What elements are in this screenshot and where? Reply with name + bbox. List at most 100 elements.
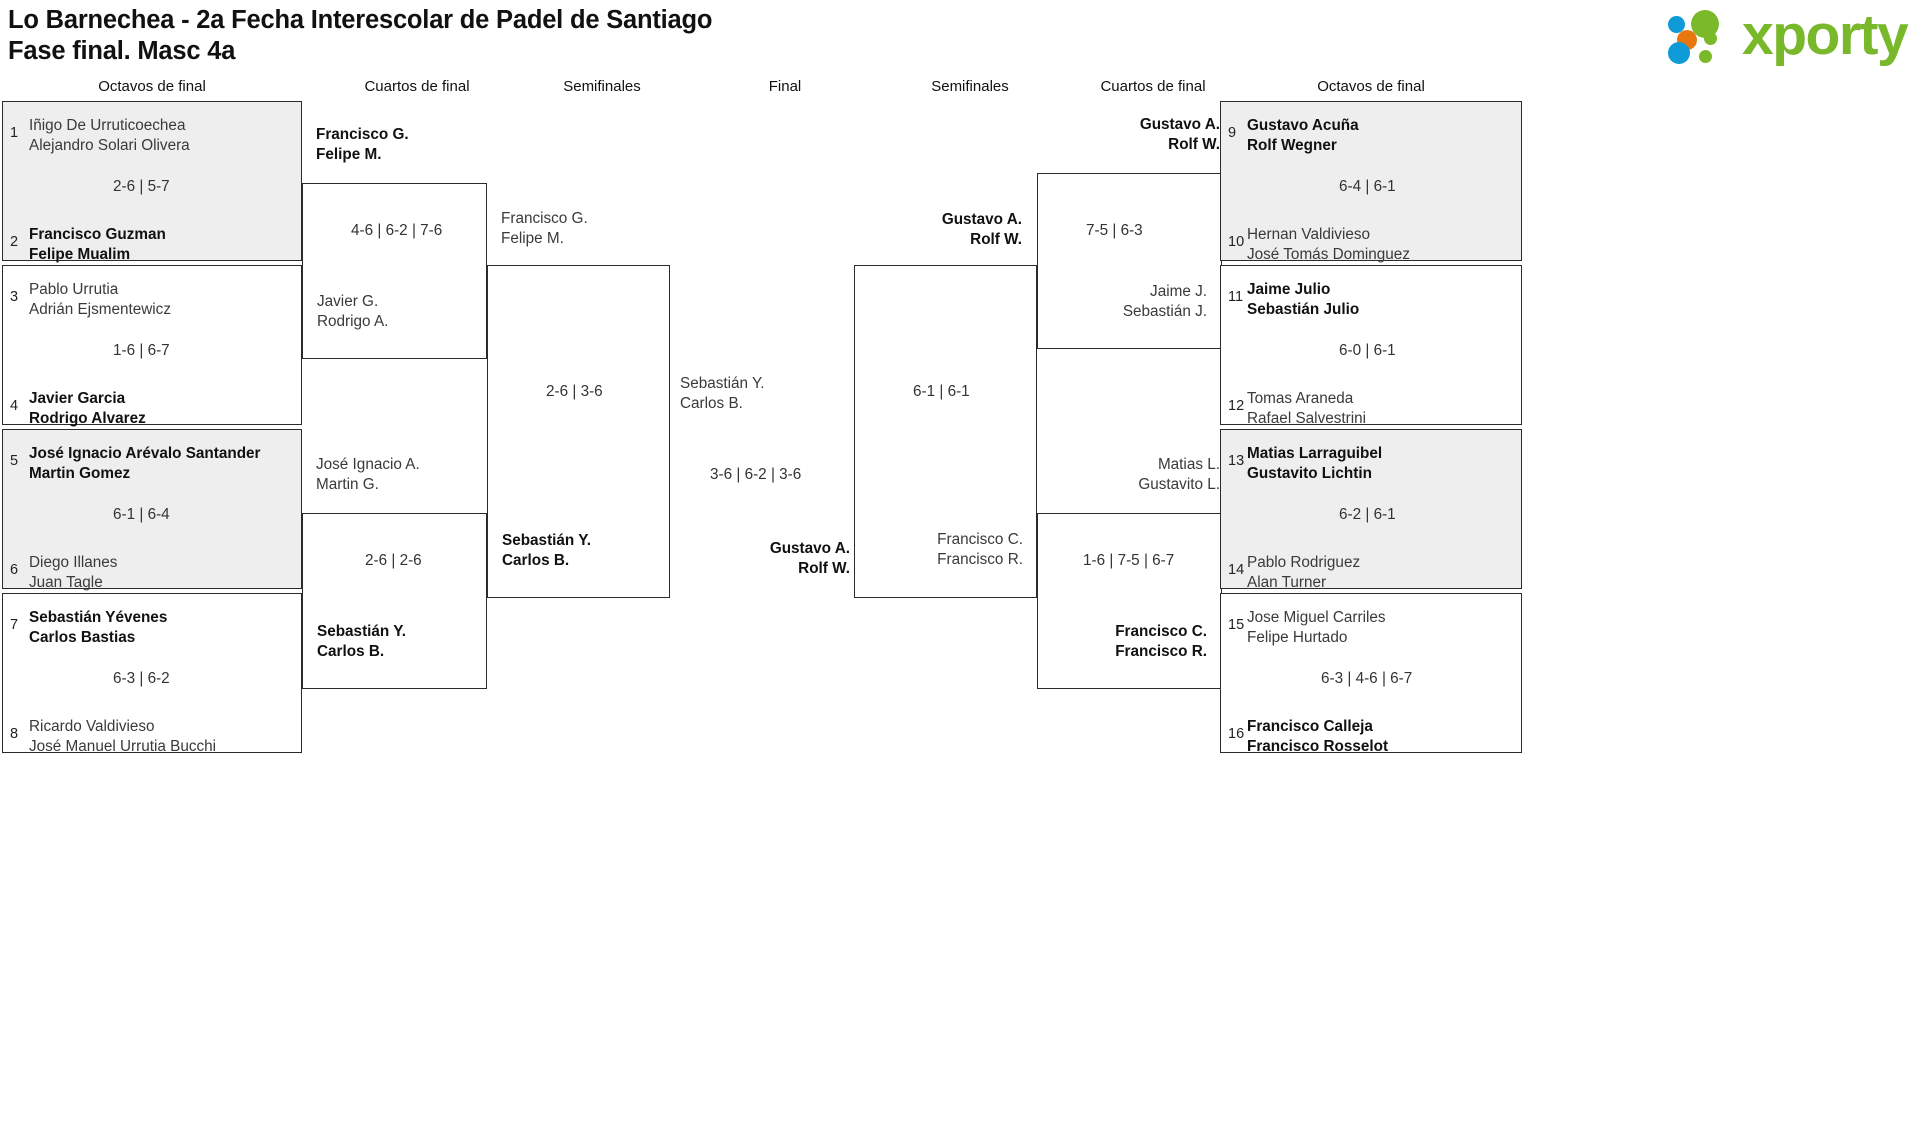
match-right-qf-2[interactable]: 1-6 | 7-5 | 6-7 Francisco C. Francisco R… (1037, 513, 1222, 689)
match-right-r16-2[interactable]: 11 Jaime Julio Sebastián Julio 6-0 | 6-1… (1220, 265, 1522, 428)
player-name: Gustavo A. (1139, 116, 1220, 133)
player-name: Iñigo De Urruticoechea (29, 117, 186, 134)
match-right-r16-1[interactable]: 9 Gustavo Acuña Rolf Wegner 6-4 | 6-1 10… (1220, 101, 1522, 264)
team-top-right-qf-1: Gustavo A. Rolf W. (1140, 115, 1220, 154)
seed-number: 5 (10, 453, 19, 469)
team-bottom: Tomas Araneda Rafael Salvestrini (1247, 389, 1366, 428)
match-left-sf-1[interactable]: 2-6 | 3-6 Sebastián Y. Carlos B. (487, 265, 670, 598)
player-name: Jose Miguel Carriles (1247, 609, 1386, 626)
player-name: Alan Turner (1247, 573, 1327, 591)
match-score: 4-6 | 6-2 | 7-6 (351, 222, 443, 239)
match-right-r16-3[interactable]: 13 Matias Larraguibel Gustavito Lichtin … (1220, 429, 1522, 592)
team-top-left-sf-1: Francisco G. Felipe M. (501, 209, 588, 248)
player-name: Pablo Rodriguez (1247, 554, 1361, 571)
match-left-qf-2[interactable]: 2-6 | 2-6 Sebastián Y. Carlos B. (302, 513, 487, 689)
match-score: 1-6 | 6-7 (113, 342, 170, 359)
seed-number: 12 (1228, 398, 1245, 414)
seed-number: 2 (10, 234, 19, 250)
match-right-sf-1[interactable]: 6-1 | 6-1 Gustavo A. Rolf W. (854, 211, 1037, 598)
team-top-left-qf-2: José Ignacio A. Martin G. (316, 455, 420, 494)
player-name: Pablo Urrutia (29, 281, 119, 298)
team-bottom: Javier G. Rodrigo A. (317, 292, 388, 331)
match-left-r16-1[interactable]: 1 Iñigo De Urruticoechea Alejandro Solar… (2, 101, 302, 264)
player-name: Sebastián Y. (680, 375, 765, 392)
seed-number: 14 (1228, 562, 1245, 578)
seed-number: 10 (1228, 234, 1245, 250)
player-name: Martin Gomez (29, 464, 131, 482)
round-header-left-r16: Octavos de final (98, 78, 206, 95)
match-score: 2-6 | 2-6 (365, 552, 422, 569)
player-name: Carlos B. (502, 551, 570, 569)
seed-number: 9 (1228, 125, 1237, 141)
team-bottom: Francisco Guzman Felipe Mualim (29, 225, 166, 264)
team-top: Matias Larraguibel Gustavito Lichtin (1247, 444, 1382, 483)
match-left-r16-3[interactable]: 5 José Ignacio Arévalo Santander Martin … (2, 429, 302, 591)
player-name: Jaime Julio (1247, 281, 1331, 298)
match-score: 6-0 | 6-1 (1339, 342, 1396, 359)
match-right-qf-1[interactable]: 7-5 | 6-3 Jaime J. Sebastián J. (1037, 173, 1222, 349)
logo-dots-icon (1668, 10, 1738, 66)
match-left-r16-4[interactable]: 7 Sebastián Yévenes Carlos Bastias 6-3 |… (2, 593, 302, 756)
player-name: Matias L. (1157, 456, 1220, 473)
player-name: Alejandro Solari Olivera (29, 136, 190, 154)
team-bottom: Francisco C. Francisco R. (1115, 622, 1207, 661)
seed-number: 6 (10, 562, 19, 578)
final-team-top: Sebastián Y. Carlos B. (680, 374, 765, 413)
team-top-right-qf-2: Matias L. Gustavito L. (1138, 455, 1220, 494)
player-name: José Tomás Dominguez (1247, 245, 1410, 263)
round-header-left-qf: Cuartos de final (364, 78, 470, 95)
player-name: Rolf Wegner (1247, 136, 1337, 154)
team-bottom: Pablo Rodriguez Alan Turner (1247, 553, 1360, 592)
match-left-r16-2[interactable]: 3 Pablo Urrutia Adrián Ejsmentewicz 1-6 … (2, 265, 302, 427)
player-name: Diego Illanes (29, 554, 118, 571)
player-name: Javier Garcia (29, 390, 126, 407)
team-bottom: Ricardo Valdivieso José Manuel Urrutia B… (29, 717, 216, 756)
final-match-score: 3-6 | 6-2 | 3-6 (710, 466, 802, 483)
team-top: José Ignacio Arévalo Santander Martin Go… (29, 444, 261, 483)
player-name: Rodrigo A. (317, 312, 389, 330)
team-top: Pablo Urrutia Adrián Ejsmentewicz (29, 280, 171, 319)
match-score: 6-1 | 6-4 (113, 506, 170, 523)
xporty-logo[interactable]: xporty (1668, 3, 1909, 68)
match-score: 6-3 | 6-2 (113, 670, 170, 687)
player-name: Carlos B. (680, 394, 743, 412)
match-score: 6-3 | 4-6 | 6-7 (1321, 670, 1413, 687)
player-name: Felipe Hurtado (1247, 628, 1348, 646)
player-name: Sebastián Yévenes (29, 609, 168, 626)
match-score: 6-1 | 6-1 (913, 383, 970, 400)
match-left-qf-1[interactable]: 4-6 | 6-2 | 7-6 Javier G. Rodrigo A. (302, 183, 487, 359)
player-name: Francisco Guzman (29, 226, 166, 243)
player-name: Francisco G. (316, 126, 409, 143)
match-score: 2-6 | 3-6 (546, 383, 603, 400)
player-name: Rodrigo Alvarez (29, 409, 146, 427)
tournament-title-line-2: Fase final. Masc 4a (8, 37, 236, 65)
match-score: 6-2 | 6-1 (1339, 506, 1396, 523)
player-name: Rolf W. (798, 559, 850, 577)
player-name: Juan Tagle (29, 573, 103, 591)
player-name: Tomas Araneda (1247, 390, 1354, 407)
player-name: Rolf W. (970, 230, 1022, 248)
team-top: Jaime Julio Sebastián Julio (1247, 280, 1359, 319)
player-name: Gustavo Acuña (1247, 117, 1359, 134)
match-right-r16-4[interactable]: 15 Jose Miguel Carriles Felipe Hurtado 6… (1220, 593, 1522, 756)
player-name: Adrián Ejsmentewicz (29, 300, 171, 318)
page-header: Lo Barnechea - 2a Fecha Interescolar de … (0, 0, 1920, 80)
round-header-left-sf: Semifinales (563, 78, 641, 95)
logo-wordmark: xporty (1742, 3, 1909, 67)
player-name: José Ignacio Arévalo Santander (29, 445, 261, 462)
player-name: Sebastián J. (1122, 302, 1207, 320)
seed-number: 7 (10, 617, 19, 633)
player-name: Carlos Bastias (29, 628, 136, 646)
team-top: Gustavo A. Rolf W. (942, 210, 1022, 249)
match-score: 6-4 | 6-1 (1339, 178, 1396, 195)
team-bottom: Francisco Calleja Francisco Rosselot (1247, 717, 1388, 756)
seed-number: 3 (10, 289, 19, 305)
match-score: 2-6 | 5-7 (113, 178, 170, 195)
player-name: José Ignacio A. (316, 456, 420, 473)
match-score: 1-6 | 7-5 | 6-7 (1083, 552, 1175, 569)
team-top-left-qf-1: Francisco G. Felipe M. (316, 125, 409, 164)
player-name: Javier G. (317, 293, 379, 310)
player-name: Francisco C. (937, 531, 1023, 548)
team-bottom: Hernan Valdivieso José Tomás Dominguez (1247, 225, 1410, 264)
player-name: Gustavo A. (941, 211, 1022, 228)
